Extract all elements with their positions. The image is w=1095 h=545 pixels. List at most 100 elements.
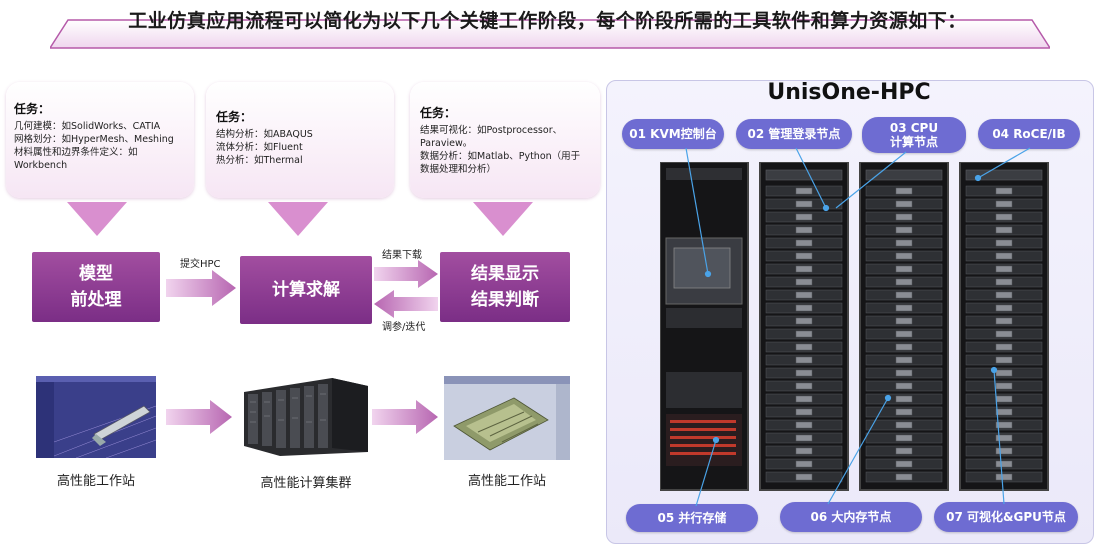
task-line: 结果可视化：如Postprocessor、 — [420, 125, 563, 136]
server-bay — [895, 213, 913, 221]
server-bay — [995, 408, 1013, 416]
server-bay — [995, 213, 1013, 221]
task-line: 热分析：如Thermal — [216, 155, 303, 166]
server-bay — [895, 317, 913, 325]
server-bay — [995, 343, 1013, 351]
server-bay — [795, 447, 813, 455]
server-bay — [795, 317, 813, 325]
task-line: 数据处理和分析） — [420, 164, 497, 175]
down-arrow-icon — [268, 202, 328, 236]
server-bay — [995, 434, 1013, 442]
workstation-image-cad — [36, 376, 156, 458]
task-line: 数据分析：如Matlab、Python（用于 — [420, 151, 581, 162]
label-login-node: 02 管理登录节点 — [736, 119, 852, 149]
label-large-memory-node: 06 大内存节点 — [780, 502, 922, 532]
server-bay — [895, 291, 913, 299]
callout-lines — [685, 147, 1031, 507]
task-heading: 任务： — [216, 110, 253, 124]
server-bay — [895, 252, 913, 260]
tune-label: 调参/迭代 — [382, 322, 426, 333]
workstation-image-model — [444, 376, 570, 460]
label-cpu-node: 03 CPU 计算节点 — [862, 117, 966, 153]
server-bay — [795, 473, 813, 481]
server-bay — [995, 317, 1013, 325]
server-bay — [995, 187, 1013, 195]
server-bay — [795, 421, 813, 429]
task-line: 材料属性和边界条件定义：如 — [14, 147, 138, 158]
caption-workstation: 高性能工作站 — [467, 474, 546, 489]
server-bay — [795, 213, 813, 221]
server-bay — [995, 473, 1013, 481]
server-bay — [895, 343, 913, 351]
server-bay — [795, 291, 813, 299]
server-bay — [895, 473, 913, 481]
server-bay — [995, 291, 1013, 299]
server-bay — [795, 434, 813, 442]
server-bay — [795, 408, 813, 416]
server-bay — [895, 447, 913, 455]
server-bay — [895, 421, 913, 429]
server-bay — [795, 239, 813, 247]
server-bay — [795, 252, 813, 260]
title-banner — [50, 19, 1050, 49]
server-bay — [795, 187, 813, 195]
server-bay — [895, 408, 913, 416]
server-bay — [795, 395, 813, 403]
server-bay — [995, 239, 1013, 247]
server-racks — [660, 162, 1049, 491]
task-line: 结构分析：如ABAQUS — [216, 129, 313, 140]
server-bay — [995, 421, 1013, 429]
stage-preprocess: 模型 前处理 — [32, 252, 160, 322]
stage-label: 结果显示 — [471, 264, 539, 284]
server-bay — [895, 382, 913, 390]
task-heading: 任务： — [420, 106, 457, 120]
server-bay — [795, 304, 813, 312]
server-bay — [895, 460, 913, 468]
down-arrow-icon — [473, 202, 533, 236]
server-bay — [795, 382, 813, 390]
task-line: 网格划分：如HyperMesh、Meshing — [14, 134, 174, 145]
right-arrow-icon — [374, 260, 438, 288]
server-bay — [895, 226, 913, 234]
server-bay — [895, 330, 913, 338]
label-visual-gpu-node: 07 可视化&GPU节点 — [934, 502, 1078, 532]
left-arrow-icon — [374, 290, 438, 318]
server-bay — [995, 460, 1013, 468]
right-arrow-icon — [166, 400, 232, 434]
caption-workstation: 高性能工作站 — [56, 474, 135, 489]
server-bay — [995, 265, 1013, 273]
server-bay — [995, 447, 1013, 455]
server-bay — [795, 343, 813, 351]
stage-solve: 计算求解 — [240, 256, 372, 324]
server-bay — [795, 369, 813, 377]
label-roce-ib: 04 RoCE/IB — [978, 119, 1080, 149]
label-kvm-console: 01 KVM控制台 — [622, 119, 724, 149]
server-bay — [795, 226, 813, 234]
right-arrow-icon — [166, 270, 236, 306]
down-arrow-icon — [67, 202, 127, 236]
server-bay — [795, 200, 813, 208]
server-bay — [895, 278, 913, 286]
right-arrow-icon — [372, 400, 438, 434]
hpc-title: UnisOne-HPC — [767, 80, 931, 105]
server-bay — [995, 304, 1013, 312]
caption-cluster: 高性能计算集群 — [260, 476, 352, 491]
download-label: 结果下载 — [382, 250, 422, 261]
server-bay — [995, 356, 1013, 364]
task-line: 几何建模：如SolidWorks、CATIA — [14, 121, 161, 132]
label-parallel-storage: 05 并行存储 — [626, 504, 758, 532]
server-bay — [895, 434, 913, 442]
task-line: 流体分析：如Fluent — [216, 142, 303, 153]
task-line: Workbench — [14, 160, 68, 171]
task-box-solve: 任务： 结构分析：如ABAQUS 流体分析：如Fluent 热分析：如Therm… — [206, 82, 394, 198]
task-box-preprocess: 任务： 几何建模：如SolidWorks、CATIA 网格划分：如HyperMe… — [6, 82, 194, 198]
task-heading: 任务： — [14, 102, 51, 116]
server-bay — [895, 395, 913, 403]
server-bay — [895, 356, 913, 364]
stage-result: 结果显示 结果判断 — [440, 252, 570, 322]
server-bay — [895, 265, 913, 273]
server-bay — [795, 278, 813, 286]
server-bay — [795, 460, 813, 468]
page-title: 工业仿真应用流程可以简化为以下几个关键工作阶段，每个阶段所需的工具软件和算力资源… — [128, 10, 967, 32]
server-bay — [795, 330, 813, 338]
